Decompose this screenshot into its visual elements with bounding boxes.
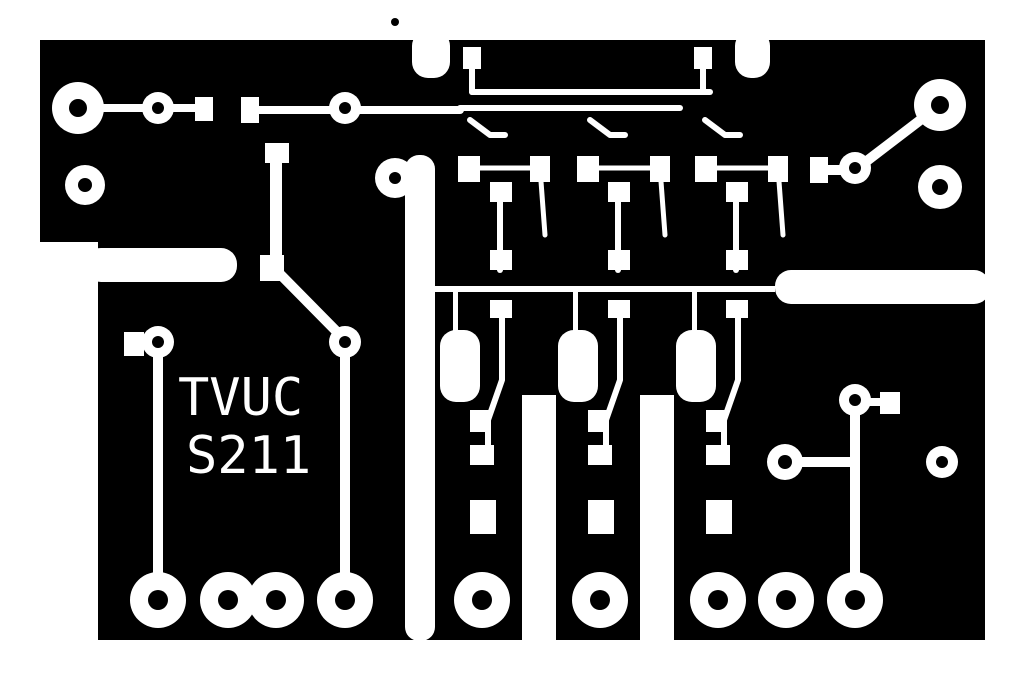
smd-pads (124, 47, 900, 534)
isolation-gaps (85, 30, 990, 641)
board-label-line1: TVUC (178, 368, 303, 428)
copper-pour (40, 40, 985, 640)
board-label-line2: S211 (186, 426, 311, 486)
through-hole-pads (52, 12, 966, 628)
